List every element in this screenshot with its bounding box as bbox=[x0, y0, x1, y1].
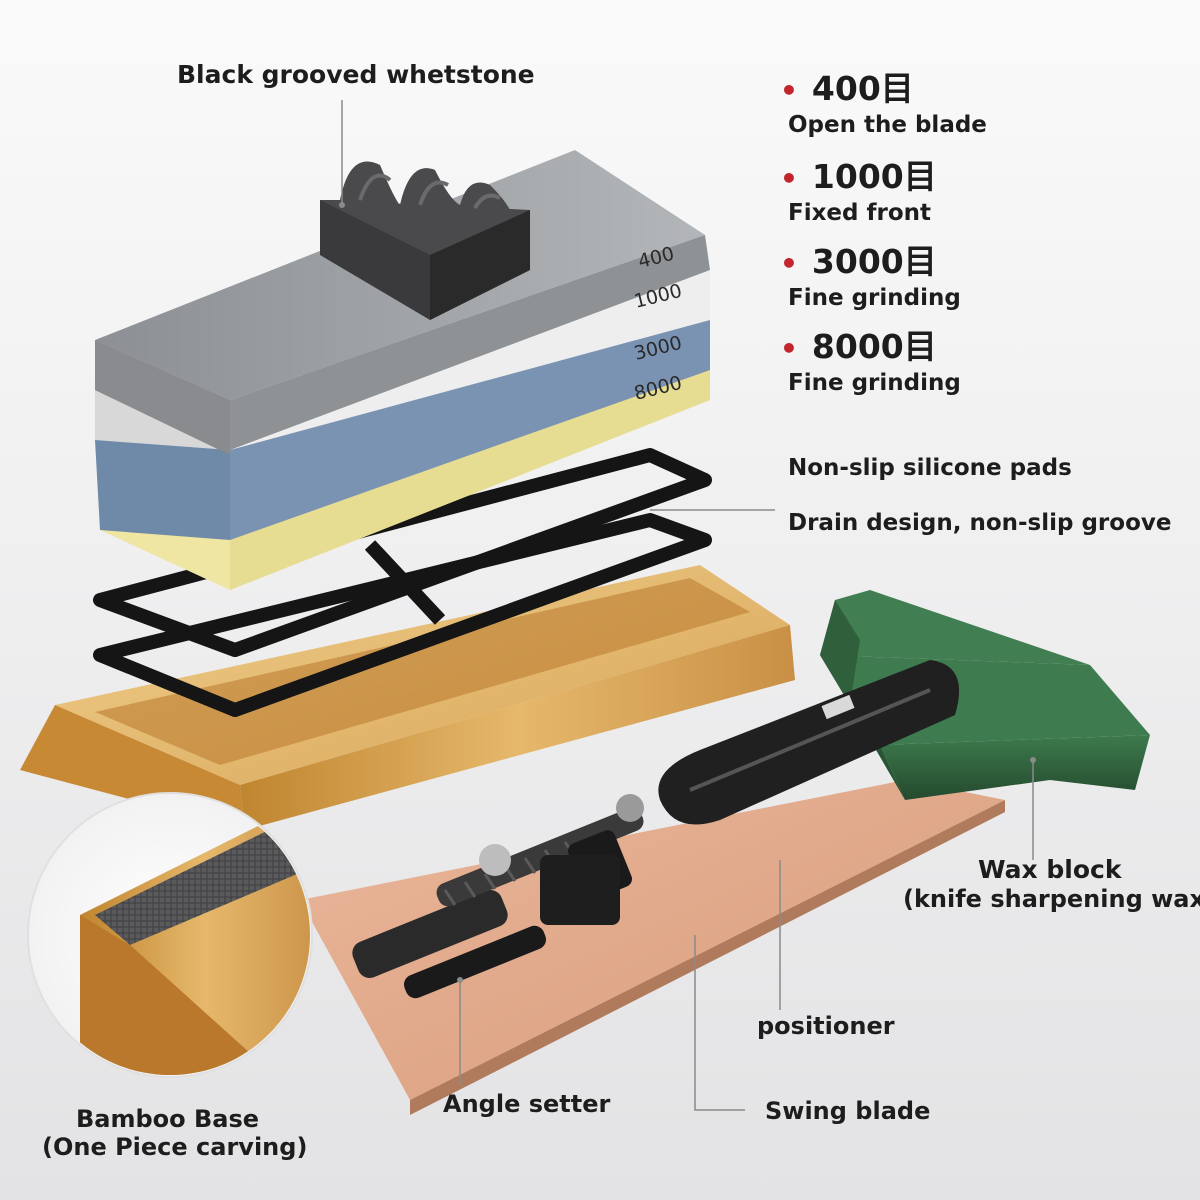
grit-value: 8000目 bbox=[811, 327, 937, 366]
callout-bamboo-subtitle: (One Piece carving) bbox=[42, 1133, 308, 1161]
positioner bbox=[658, 660, 960, 825]
grit-item: • 8000目 Fine grinding bbox=[780, 320, 961, 396]
bamboo-zoom-detail bbox=[27, 792, 313, 1078]
leather-strop bbox=[300, 780, 1005, 1100]
callout-angle-setter: Angle setter bbox=[443, 1090, 611, 1118]
black-grooved-whetstone bbox=[320, 161, 530, 320]
grit-description: Open the blade bbox=[788, 112, 987, 138]
grit-item: • 400目 Open the blade bbox=[780, 62, 987, 138]
callout-positioner: positioner bbox=[757, 1012, 895, 1040]
grit-description: Fixed front bbox=[788, 200, 932, 226]
grit-value: 3000目 bbox=[811, 242, 937, 281]
bamboo-base bbox=[20, 565, 795, 830]
callout-black-whetstone: Black grooved whetstone bbox=[177, 60, 535, 89]
grit-description: Fine grinding bbox=[788, 285, 961, 311]
grit-item: • 3000目 Fine grinding bbox=[780, 235, 961, 311]
bullet-icon: • bbox=[780, 332, 798, 365]
whetstone-stack bbox=[95, 150, 710, 590]
leader-lines bbox=[341, 100, 1034, 1111]
callout-silicone-pads: Non-slip silicone pads bbox=[788, 455, 1072, 481]
grit-value: 400目 bbox=[811, 69, 914, 108]
callout-wax-block-subtitle: (knife sharpening wax) bbox=[903, 885, 1200, 913]
callout-swing-blade: Swing blade bbox=[765, 1097, 931, 1125]
grit-description: Fine grinding bbox=[788, 370, 961, 396]
callout-bamboo-title: Bamboo Base bbox=[76, 1105, 260, 1133]
bullet-icon: • bbox=[780, 247, 798, 280]
grit-item: • 1000目 Fixed front bbox=[780, 150, 937, 226]
callout-drain-design: Drain design, non-slip groove bbox=[788, 510, 1172, 536]
silicone-pads bbox=[93, 448, 712, 717]
angle-setter bbox=[352, 794, 644, 999]
bullet-icon: • bbox=[780, 74, 798, 107]
bullet-icon: • bbox=[780, 162, 798, 195]
grit-value: 1000目 bbox=[811, 157, 937, 196]
callout-wax-block-title: Wax block bbox=[978, 855, 1122, 884]
